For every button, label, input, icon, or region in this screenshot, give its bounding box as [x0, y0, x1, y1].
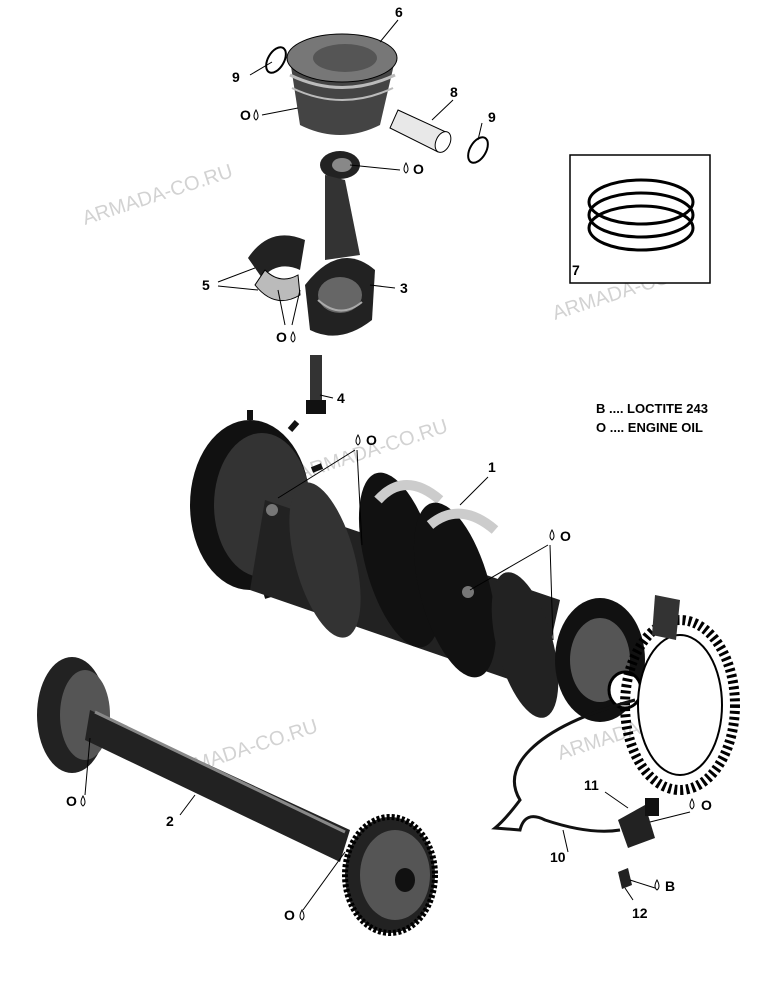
svg-text:B: B	[665, 878, 675, 894]
sensor-wire	[491, 698, 659, 848]
watermark-3: ARMADA-CO.RU	[295, 415, 451, 484]
leader-shaft-oil-1	[84, 737, 91, 796]
leader-6	[379, 19, 399, 43]
piston	[286, 33, 398, 135]
callout-9-left: 9	[232, 69, 240, 85]
piston-ring-box	[569, 154, 711, 284]
connecting-rod	[305, 151, 375, 336]
oil-symbol-shaft-2: O	[284, 907, 305, 923]
oil-symbol-piston: O	[240, 107, 259, 123]
bearing-shells	[248, 235, 305, 302]
rod-bolt	[306, 355, 326, 414]
sensor-connector	[652, 595, 680, 640]
leader-8	[431, 99, 454, 121]
svg-text:O: O	[284, 907, 295, 923]
svg-text:O: O	[701, 797, 712, 813]
leader-crank-oil-1b	[356, 449, 363, 546]
leader-bearing-oil-a	[277, 289, 286, 326]
trigger-wheel	[620, 615, 740, 795]
watermark-1: ARMADA-CO.RU	[80, 160, 236, 229]
circlip-left	[265, 46, 287, 74]
leader-bearing-oil-b	[291, 289, 301, 326]
leader-crank-oil-1a	[277, 449, 356, 499]
circlip-right	[467, 136, 489, 164]
callout-2: 2	[166, 813, 174, 829]
svg-text:O: O	[413, 161, 424, 177]
callout-9-right: 9	[488, 109, 496, 125]
callout-3: 3	[400, 280, 408, 296]
svg-text:O: O	[276, 329, 287, 345]
leader-rod-oil	[349, 164, 401, 171]
callout-4: 4	[337, 390, 345, 406]
oil-symbol-shaft-1: O	[66, 793, 86, 809]
leader-crank-oil-2a	[469, 544, 549, 591]
oil-symbol-rod: O	[403, 161, 424, 177]
piston-pin	[389, 109, 452, 153]
oil-symbol-crank-1: O	[355, 432, 377, 448]
leader-12	[624, 887, 634, 901]
leader-bolt-loctite	[629, 879, 656, 889]
leader-3	[369, 284, 396, 289]
legend: B .... LOCTITE 243 O .... ENGINE OIL	[596, 401, 708, 435]
leader-piston-oil	[261, 107, 299, 116]
balance-shaft	[37, 657, 438, 936]
svg-text:O: O	[560, 528, 571, 544]
leader-4	[319, 394, 334, 399]
callout-5: 5	[202, 277, 210, 293]
leader-10	[562, 829, 569, 853]
oil-symbol-crank-2: O	[549, 528, 571, 544]
leader-5b	[217, 285, 259, 291]
leader-shaft-oil-2	[302, 851, 346, 911]
legend-loctite: B .... LOCTITE 243	[596, 401, 708, 416]
callout-7: 7	[572, 262, 580, 278]
svg-text:O: O	[240, 107, 251, 123]
legend-engine-oil: O .... ENGINE OIL	[596, 420, 703, 435]
loctite-symbol-bolt: B	[654, 878, 675, 894]
sensor-bolt	[618, 868, 632, 889]
crankshaft	[190, 410, 645, 722]
leader-11	[604, 791, 629, 809]
svg-text:O: O	[366, 432, 377, 448]
callout-8: 8	[450, 84, 458, 100]
callout-12: 12	[632, 905, 648, 921]
leader-1	[459, 476, 489, 506]
leader-9a	[249, 61, 273, 76]
oil-symbol-bearing: O	[276, 329, 296, 345]
leader-2	[179, 794, 196, 816]
callout-6: 6	[395, 4, 403, 20]
callout-11: 11	[584, 777, 599, 793]
leader-sensor-oil	[649, 811, 691, 823]
leader-5a	[217, 267, 256, 283]
callout-1: 1	[488, 459, 496, 475]
oil-symbol-sensor: O	[689, 797, 712, 813]
svg-text:O: O	[66, 793, 77, 809]
callout-10: 10	[550, 849, 566, 865]
leader-9b	[477, 122, 483, 141]
leader-crank-oil-2b	[549, 544, 554, 641]
